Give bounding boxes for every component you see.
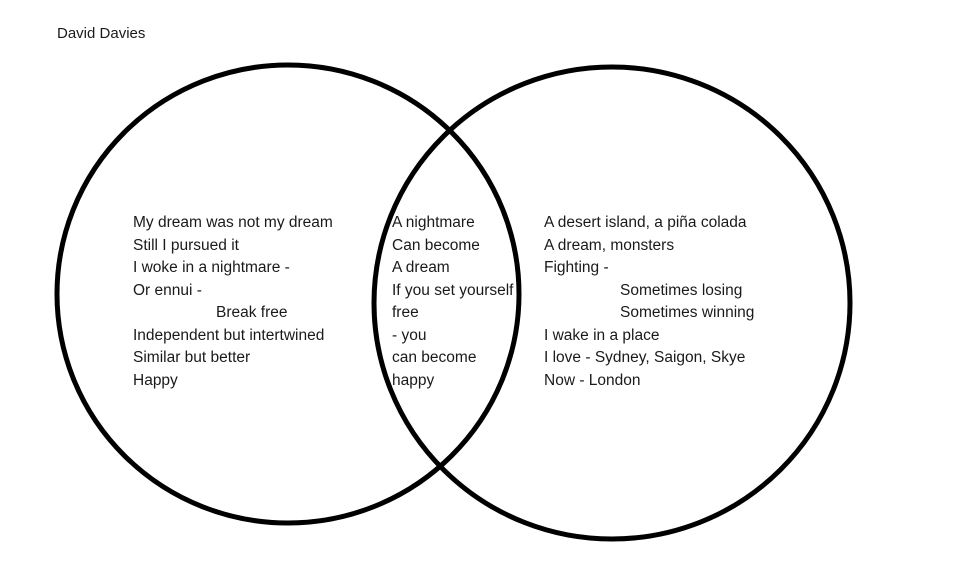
intersection-line: A nightmare	[392, 214, 475, 231]
left-line: My dream was not my dream	[133, 214, 333, 231]
intersection-line: - you	[392, 326, 427, 344]
left-line: Similar but better	[133, 349, 251, 366]
right-line: A dream, monsters	[544, 236, 675, 254]
left-line: I woke in a nightmare -	[133, 259, 290, 276]
left-line: Independent but intertwined	[133, 326, 325, 344]
intersection-line: can become	[392, 349, 477, 366]
intersection-line: A dream	[392, 259, 450, 276]
right-line: I love - Sydney, Saigon, Skye	[544, 349, 746, 366]
left-line: Happy	[133, 371, 178, 389]
left-circle	[54, 62, 522, 526]
right-line: Now - London	[544, 371, 641, 389]
right-set-text: A desert island, a piña colada A dream, …	[544, 212, 754, 392]
intersection-line: happy	[392, 371, 435, 389]
intersection-line: free	[392, 304, 419, 321]
intersection-line: If you set yourself	[392, 281, 514, 299]
right-line: Fighting -	[544, 259, 609, 276]
intersection-line: Can become	[392, 236, 480, 254]
right-line: I wake in a place	[544, 326, 660, 344]
right-circle	[371, 64, 853, 542]
right-line: Sometimes winning	[620, 304, 755, 321]
intersection-text: A nightmare Can become A dream If you se…	[392, 212, 513, 392]
right-line: A desert island, a piña colada	[544, 214, 747, 231]
author-name: David Davies	[57, 25, 146, 42]
left-set-text: My dream was not my dream Still I pursue…	[133, 212, 333, 392]
left-line: Or ennui -	[133, 281, 202, 299]
left-line: Still I pursued it	[133, 236, 239, 254]
right-line: Sometimes losing	[620, 281, 743, 299]
left-line: Break free	[216, 304, 288, 321]
